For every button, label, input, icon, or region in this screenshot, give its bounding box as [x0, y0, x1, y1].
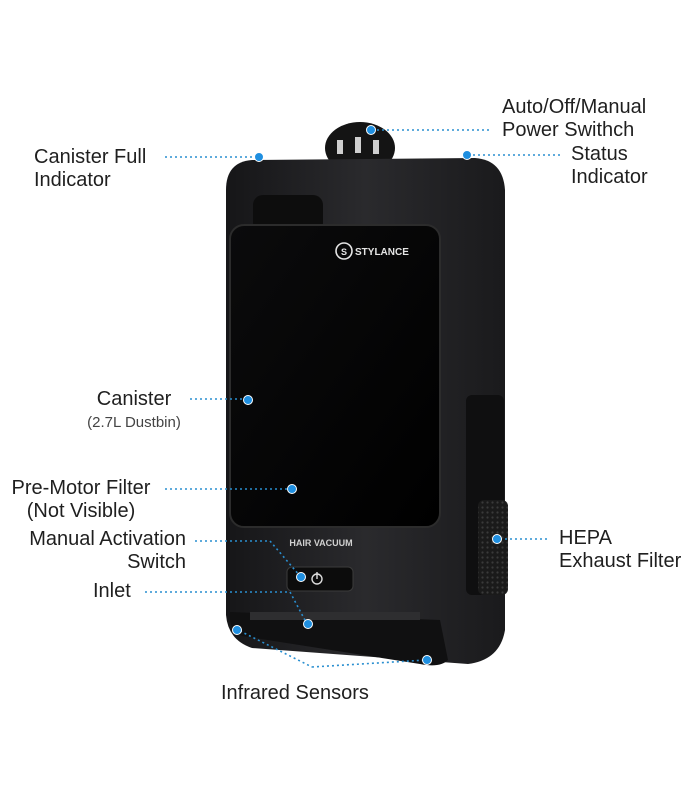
vacuum-base: [229, 612, 448, 666]
dot-power-switch: [366, 125, 376, 135]
dot-canister: [243, 395, 253, 405]
label-hepa: HEPA Exhaust Filter: [559, 527, 682, 572]
brand-logo-text: STYLANCE: [355, 247, 409, 258]
dot-manual-switch: [296, 572, 306, 582]
label-pre-motor: Pre-Motor Filter (Not Visible): [11, 477, 151, 522]
dot-infrared-right: [422, 655, 432, 665]
canister-panel: [229, 224, 441, 528]
dot-infrared-left: [232, 625, 242, 635]
dot-pre-motor: [287, 484, 297, 494]
dot-hepa: [492, 534, 502, 544]
label-canister: Canister (2.7L Dustbin): [87, 388, 181, 431]
dot-status: [462, 150, 472, 160]
label-status: Status Indicator: [571, 143, 648, 188]
model-label: HAIR VACUUM: [289, 538, 352, 548]
svg-text:S: S: [341, 247, 347, 257]
callout-dots: [232, 125, 502, 665]
label-inlet: Inlet: [93, 580, 131, 602]
label-manual-switch: Manual Activation Switch: [29, 528, 186, 573]
hepa-mesh: [478, 500, 508, 595]
label-canister-full: Canister Full Indicator: [34, 146, 147, 191]
leader-lines: [145, 129, 563, 668]
label-power-switch: Auto/Off/Manual Power Swithch: [502, 96, 647, 141]
dot-inlet: [303, 619, 313, 629]
handle-slot: [253, 195, 323, 233]
dot-canister-full: [254, 152, 264, 162]
brand-logo: S STYLANCE: [335, 242, 409, 260]
label-infrared: Infrared Sensors: [221, 682, 369, 704]
